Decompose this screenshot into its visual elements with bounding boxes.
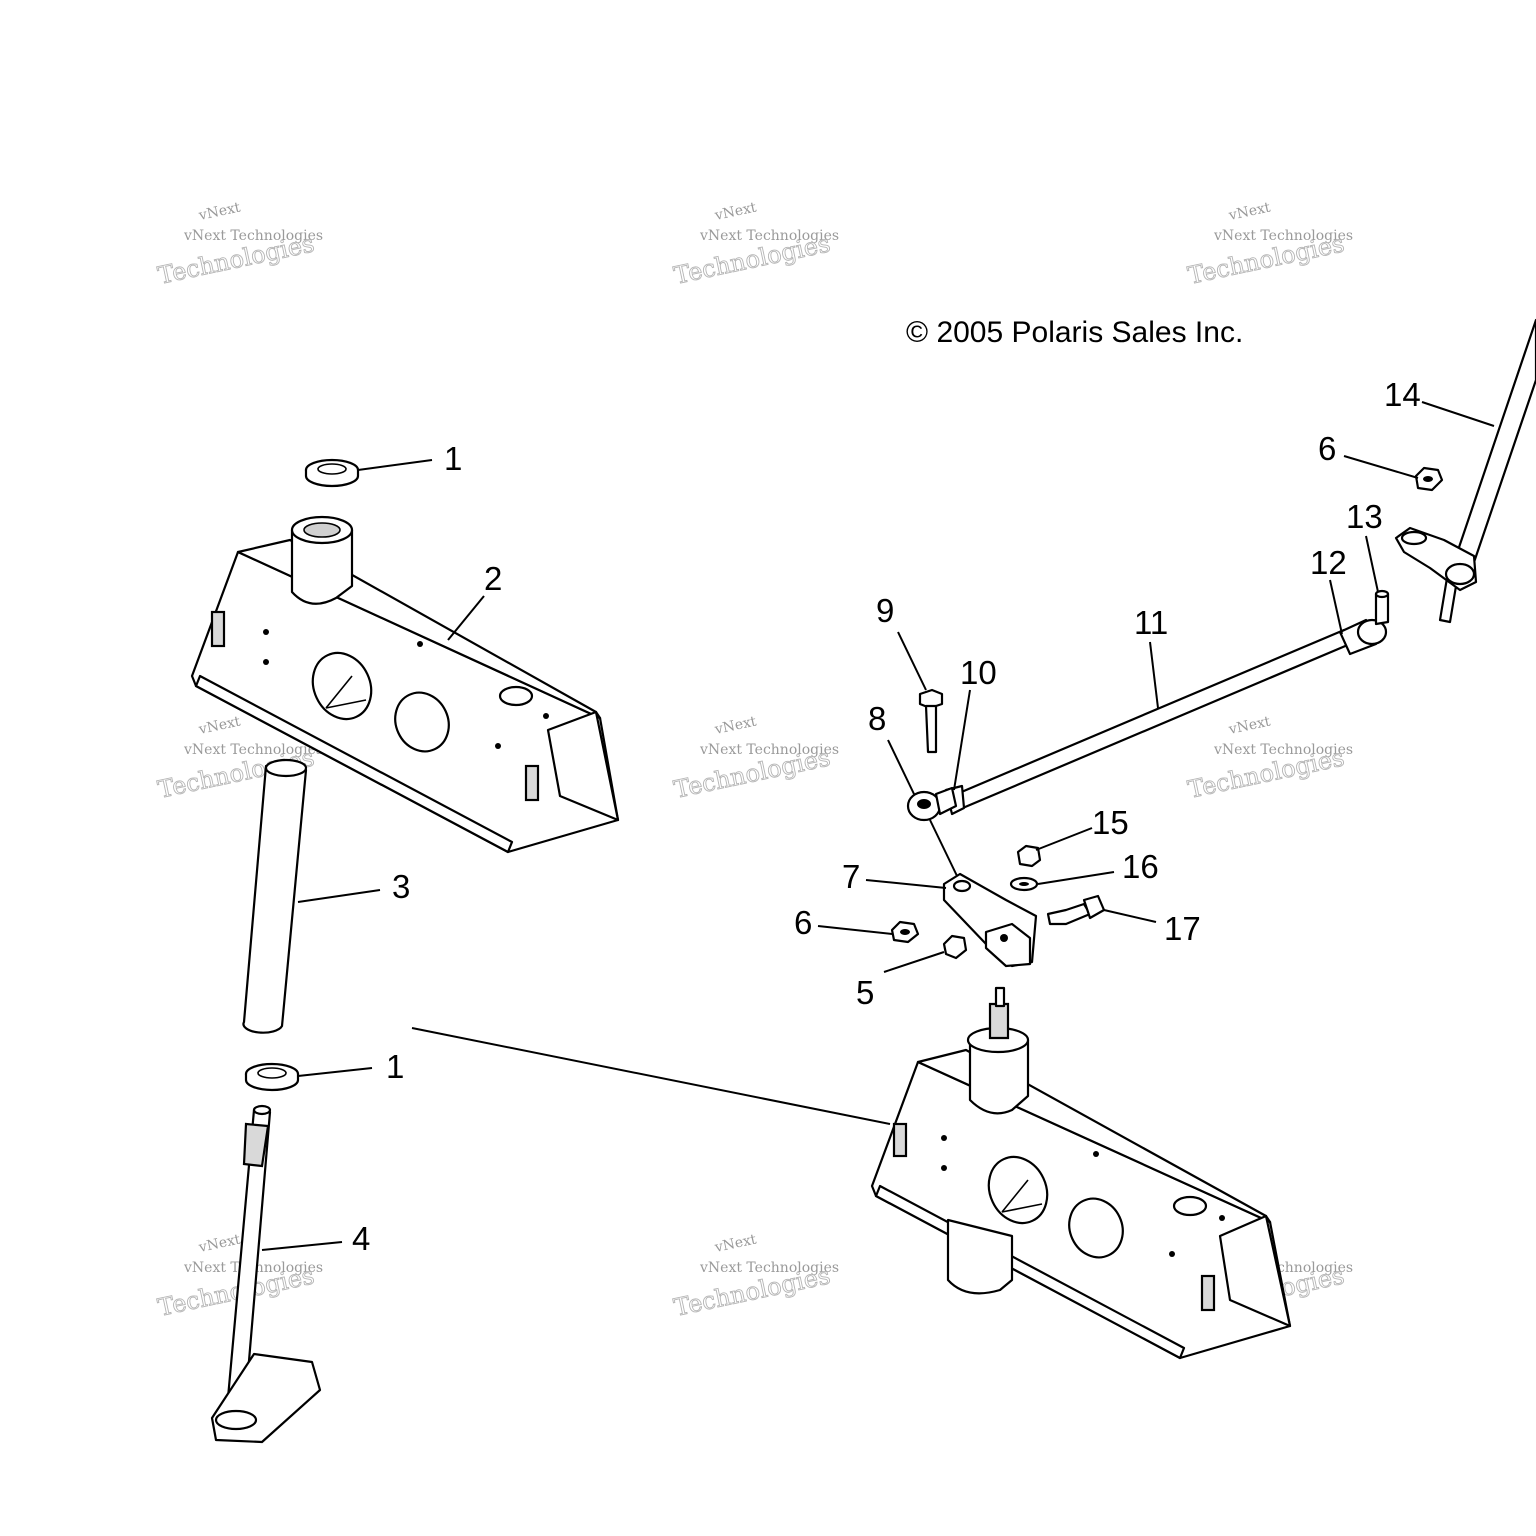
leader-7 bbox=[865, 879, 947, 889]
watermark: vNext vNext Technologies Technologies bbox=[671, 199, 839, 290]
callout-1-bottom: 1 bbox=[386, 1048, 404, 1085]
leader-16 bbox=[1037, 871, 1115, 885]
watermark: vNext vNext Technologies Technologies bbox=[671, 1231, 839, 1322]
leader-6-lower bbox=[817, 925, 893, 935]
callout-9: 9 bbox=[876, 592, 894, 629]
callout-13: 13 bbox=[1346, 498, 1383, 535]
callout-4: 4 bbox=[352, 1220, 370, 1257]
callout-leaders bbox=[261, 401, 1495, 1251]
leader-assembly-line bbox=[411, 1027, 891, 1125]
watermark-text-small: vNext Technologies bbox=[183, 742, 323, 758]
leader-5 bbox=[883, 951, 945, 973]
watermark-text-small: vNext Technologies bbox=[699, 228, 839, 244]
watermark-text-small: vNext Technologies bbox=[699, 742, 839, 758]
part-nut-upper bbox=[1414, 466, 1444, 492]
watermark-text-top: vNext bbox=[197, 713, 243, 738]
callout-7: 7 bbox=[842, 858, 860, 895]
watermark-text-top: vNext bbox=[1227, 713, 1273, 738]
callout-16: 16 bbox=[1122, 848, 1159, 885]
leader-2 bbox=[447, 595, 485, 641]
leader-1-top bbox=[357, 459, 433, 471]
leader-6-upper bbox=[1343, 455, 1419, 479]
part-steering-tube bbox=[242, 758, 308, 1034]
callout-2: 2 bbox=[484, 560, 502, 597]
leader-11 bbox=[1149, 641, 1159, 709]
part-bolt-17 bbox=[1046, 894, 1106, 926]
part-nut-15 bbox=[1016, 844, 1042, 868]
watermark-text-top: vNext bbox=[713, 199, 759, 224]
watermark: vNext vNext Technologies Technologies bbox=[1185, 713, 1353, 804]
callout-1-top: 1 bbox=[444, 440, 462, 477]
part-steering-bracket-right bbox=[870, 986, 1292, 1360]
part-nut-lower bbox=[890, 920, 920, 944]
part-bushing-bottom bbox=[244, 1062, 300, 1092]
part-pitman-arm-upper bbox=[1394, 526, 1478, 592]
part-rod-end bbox=[906, 786, 958, 822]
leader-10 bbox=[953, 689, 971, 791]
callout-11: 11 bbox=[1134, 604, 1168, 641]
watermark-text-small: vNext Technologies bbox=[183, 228, 323, 244]
leader-17 bbox=[1103, 909, 1157, 923]
callout-12: 12 bbox=[1310, 544, 1347, 581]
leader-12 bbox=[1329, 579, 1343, 635]
part-steering-shaft bbox=[210, 1104, 322, 1444]
callout-6-upper: 6 bbox=[1318, 430, 1336, 467]
leader-15 bbox=[1035, 827, 1093, 851]
callout-10: 10 bbox=[960, 654, 997, 691]
leader-13 bbox=[1365, 535, 1379, 593]
part-bolt-9 bbox=[918, 688, 944, 754]
watermark-text-top: vNext bbox=[1227, 199, 1273, 224]
watermark-text-small: vNext Technologies bbox=[1213, 228, 1353, 244]
callout-3: 3 bbox=[392, 868, 410, 905]
watermark-text-top: vNext bbox=[197, 1231, 243, 1256]
part-steering-bracket-left bbox=[190, 515, 620, 854]
leader-3 bbox=[297, 889, 381, 903]
watermark: vNext vNext Technologies Technologies bbox=[155, 199, 323, 290]
callout-5: 5 bbox=[856, 974, 874, 1011]
part-tie-rod bbox=[944, 589, 1390, 816]
watermark-text-small: vNext Technologies bbox=[1213, 742, 1353, 758]
copyright-notice: © 2005 Polaris Sales Inc. bbox=[906, 316, 1243, 349]
callout-8: 8 bbox=[868, 700, 886, 737]
leader-4 bbox=[261, 1241, 343, 1251]
leader-1-bottom bbox=[297, 1067, 373, 1077]
leader-8 bbox=[887, 739, 915, 795]
callout-15: 15 bbox=[1092, 804, 1129, 841]
watermark-text-top: vNext bbox=[197, 199, 243, 224]
callout-14: 14 bbox=[1384, 376, 1421, 413]
leader-14 bbox=[1421, 401, 1495, 427]
watermark-text-top: vNext bbox=[713, 713, 759, 738]
leader-rod-end-arm bbox=[929, 819, 959, 879]
watermark: vNext vNext Technologies Technologies bbox=[671, 713, 839, 804]
leader-9 bbox=[897, 631, 927, 691]
watermark: vNext vNext Technologies Technologies bbox=[1185, 199, 1353, 290]
part-bushing-top bbox=[304, 458, 360, 488]
watermark-text-top: vNext bbox=[713, 1231, 759, 1256]
part-bolt-5 bbox=[942, 934, 968, 960]
callout-6-lower: 6 bbox=[794, 904, 812, 941]
part-idler-arm bbox=[942, 872, 1038, 968]
callout-17: 17 bbox=[1164, 910, 1201, 947]
watermark-text-small: vNext Technologies bbox=[699, 1260, 839, 1276]
part-washer-16 bbox=[1009, 876, 1039, 892]
callout-labels: 1 2 3 1 4 5 6 7 8 9 10 11 12 13 14 6 15 … bbox=[352, 376, 1421, 1257]
